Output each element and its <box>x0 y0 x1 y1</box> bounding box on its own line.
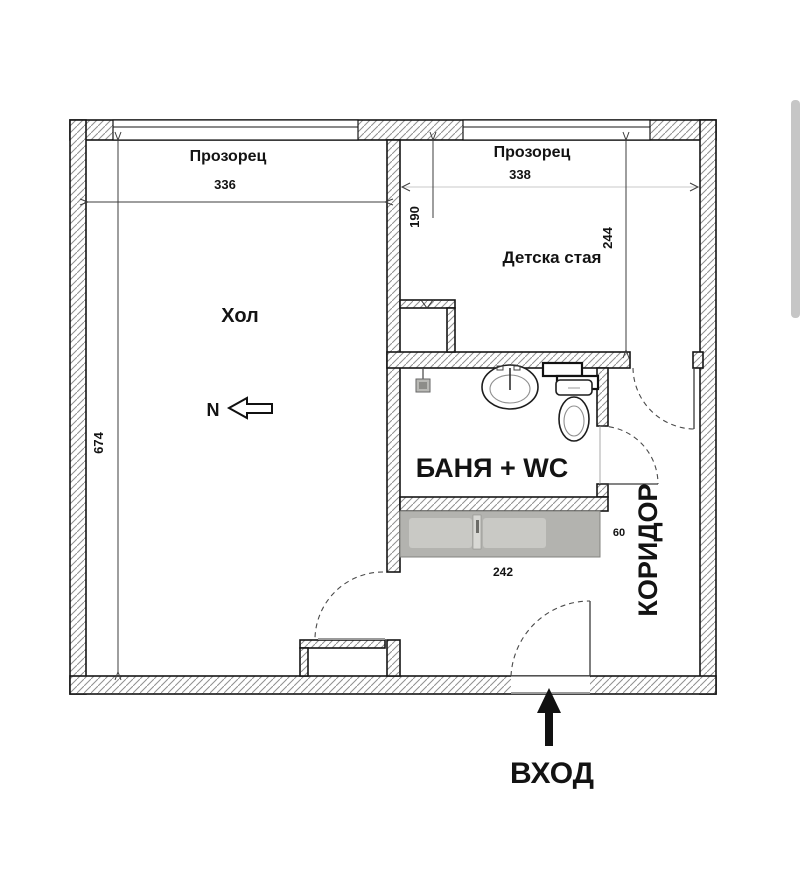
dim-living-height: 674 <box>91 140 118 672</box>
entrance-mark: ВХОД <box>510 688 594 790</box>
dim-242: 242 <box>493 565 513 579</box>
niche-tick <box>420 299 434 309</box>
wall-kids-niche-right <box>446 307 456 353</box>
wall-bottom <box>69 675 717 695</box>
dim-674: 674 <box>91 431 106 453</box>
entrance-arrow-icon <box>537 688 561 713</box>
wall-kids-bottom-right <box>692 351 704 369</box>
wall-living-closet-left <box>299 647 309 677</box>
window-right-label: Прозорец <box>494 144 571 161</box>
dim-190: 190 <box>407 206 422 228</box>
toilet <box>555 379 593 442</box>
wall-middle-lower <box>386 639 401 677</box>
room-label-kids: Детска стая <box>503 248 602 267</box>
dim-338: 338 <box>509 167 531 182</box>
door-bath <box>599 425 659 485</box>
dim-336: 336 <box>214 177 236 192</box>
wall-left <box>69 119 87 695</box>
wall-living-closet-top <box>299 639 386 649</box>
door-kids <box>632 367 695 430</box>
room-label-corridor: КОРИДОР <box>633 483 663 616</box>
window-living <box>112 119 359 141</box>
window-kids <box>462 119 651 141</box>
wardrobe <box>399 510 601 558</box>
wall-bath-right-stub <box>596 483 609 498</box>
door-living <box>314 571 385 640</box>
dim-living-window: 336 <box>88 177 385 202</box>
wall-bath-bottom <box>399 496 609 512</box>
sink <box>481 364 539 410</box>
scrollbar-thumb[interactable] <box>791 100 800 318</box>
door-entrance <box>510 600 591 677</box>
entrance-label: ВХОД <box>510 757 594 790</box>
north-label: N <box>207 400 220 420</box>
dim-kids-left: 190 <box>407 140 433 228</box>
north-arrow-icon <box>226 396 273 420</box>
dim-244: 244 <box>600 226 615 248</box>
dim-60: 60 <box>613 527 625 539</box>
room-label-living: Хол <box>221 305 259 327</box>
wall-right <box>699 119 717 695</box>
dim-kids-right: 244 <box>600 140 626 350</box>
dim-kids-window: 338 <box>400 167 700 192</box>
room-label-bath: БАНЯ + WC <box>416 453 569 483</box>
north-arrow: N <box>207 396 273 420</box>
window-left-label: Прозорец <box>190 148 267 165</box>
shower-head <box>415 368 431 393</box>
